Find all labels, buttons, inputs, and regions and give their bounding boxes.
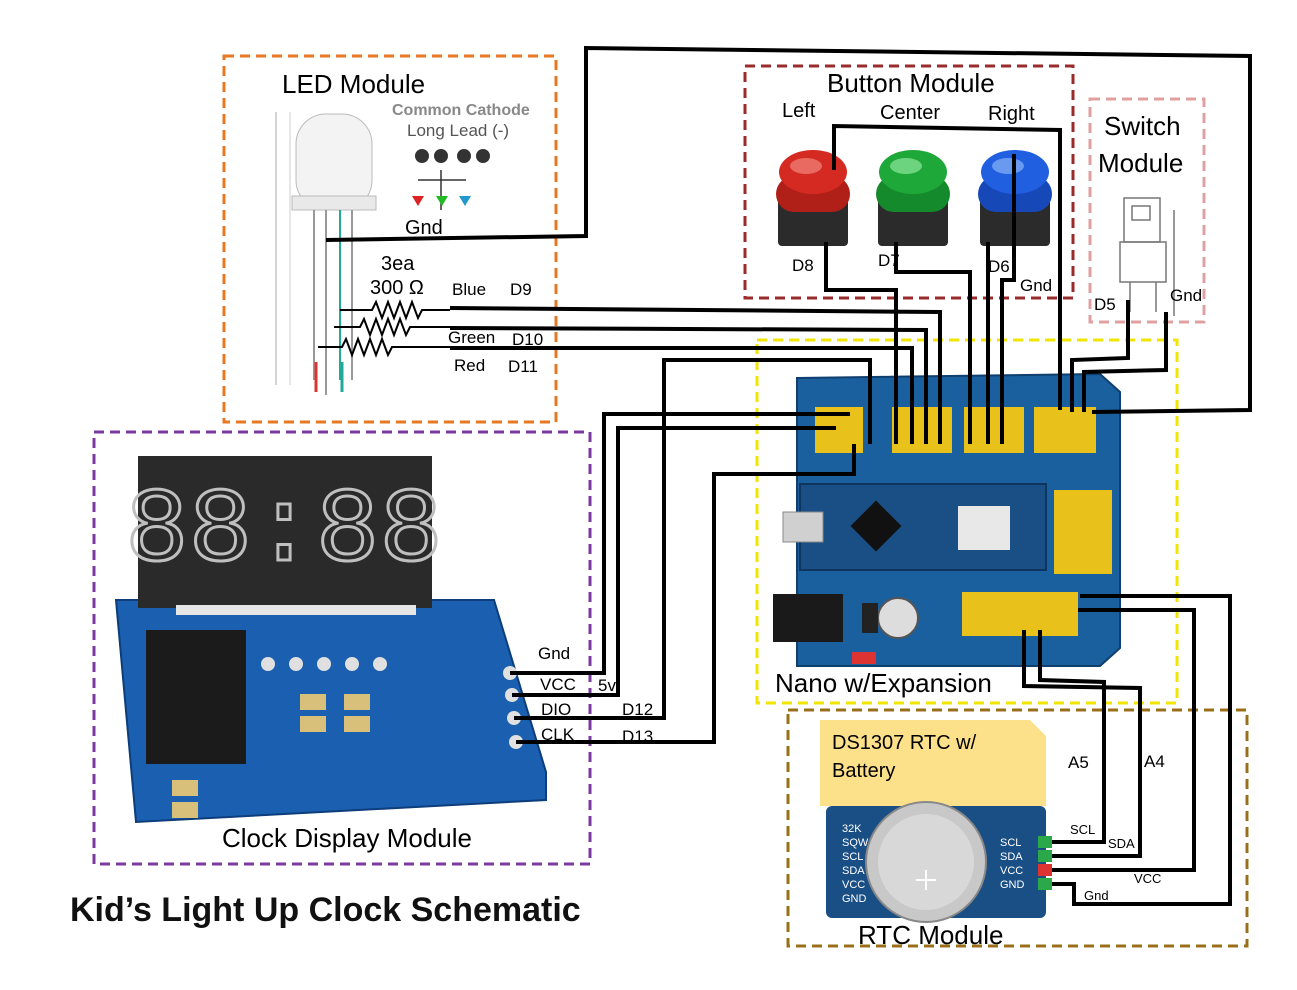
center-button[interactable] [876,150,950,246]
rtc-scl-label: SCL [1070,822,1095,837]
pin-d8-label: D8 [792,256,814,275]
wire-button-gnd-2 [1000,154,1016,444]
rtc-right-pin-3: GND [1000,879,1025,891]
rtc-module-box [786,708,1249,948]
wire-rtc-gnd [1052,594,1232,906]
display-gnd-label: Gnd [538,644,570,663]
wire-d9 [449,306,942,444]
wire-d10 [449,326,928,444]
rtc-left-pin-3: SDA [842,865,865,877]
wire-display-clk [516,444,856,744]
long-lead-label: Long Lead (-) [407,121,509,140]
rtc-pcb [826,801,1052,923]
button-right-label: Right [988,103,1035,125]
switch-module-title-1: Switch [1104,111,1181,141]
button-gnd-label: Gnd [1020,276,1052,295]
button-module-box [743,64,1075,300]
pin-d11-label: D11 [508,357,538,376]
rtc-left-pin-5: GND [842,893,867,905]
switch-icon [1119,197,1175,316]
nano-expansion-board [773,372,1121,667]
blue-label: Blue [452,280,486,299]
pin-d10-label: D10 [512,330,543,349]
display-title: Clock Display Module [222,823,472,853]
led-gnd-label: Gnd [405,217,443,239]
pin-d9-label: D9 [510,280,532,299]
wire-d11 [450,346,914,444]
rtc-right-pin-1: SDA [1000,851,1023,863]
led-module-title: LED Module [282,69,425,99]
rtc-right-pin-0: SCL [1000,837,1021,849]
wire-led-gnd [325,45,1252,414]
switch-module-box [1088,97,1206,324]
wire-rtc-scl [1038,630,1106,844]
wire-display-vcc [512,426,836,697]
schematic-title: Kid’s Light Up Clock Schematic [70,891,581,929]
resistor-value-label: 300 Ω [370,277,424,299]
rtc-title: RTC Module [858,920,1003,950]
pin-symbols [412,149,490,210]
wire-switch-gnd [1082,312,1168,412]
rtc-note [820,720,1046,806]
display-d12-label: D12 [622,700,653,719]
rtc-a4-label: A4 [1144,752,1165,771]
button-left-label: Left [782,100,816,122]
rtc-left-pin-2: SCL [842,851,863,863]
resistor-icon [318,299,450,358]
switch-gnd-label: Gnd [1170,286,1202,305]
clock-display-box [92,430,592,866]
rtc-vcc-label: VCC [1134,871,1161,886]
display-5v-label: 5v [598,676,616,695]
common-cathode-label: Common Cathode [392,102,530,119]
wire-d7 [894,242,972,444]
display-digits: 88:88 [125,472,443,592]
display-dio-label: DIO [541,700,571,719]
rtc-note-line1: DS1307 RTC w/ [832,732,977,754]
wire-rtc-vcc [1052,608,1196,872]
pin-d6-label: D6 [988,257,1010,276]
rtc-sda-label: SDA [1108,836,1135,851]
led-module-box [222,54,558,424]
display-clk-label: CLK [541,725,575,744]
pin-d5-label: D5 [1094,295,1116,314]
clock-display-pcb [114,456,547,824]
resistor-count-label: 3ea [381,253,415,275]
left-button[interactable] [776,150,850,246]
wire-d5 [1070,300,1130,412]
green-label: Green [448,328,495,347]
rtc-left-pin-0: 32K [842,823,862,835]
rtc-right-pin-2: VCC [1000,865,1023,877]
switch-module-title-2: Module [1098,148,1183,178]
wires [325,45,1252,906]
wire-d8 [824,242,898,444]
rtc-left-pin-4: VCC [842,879,865,891]
wire-display-dio [514,358,872,720]
rtc-gnd-label: Gnd [1084,888,1109,903]
rtc-left-pin-1: SQW [842,837,869,849]
nano-box [755,338,1179,705]
button-center-label: Center [880,102,940,124]
wire-display-gnd [510,412,850,675]
wire-button-gnd [832,123,1062,410]
display-vcc-label: VCC [540,675,576,694]
nano-title: Nano w/Expansion [775,668,992,698]
button-module-title: Button Module [827,68,995,98]
rtc-a5-label: A5 [1068,753,1089,772]
rtc-note-line2: Battery [832,760,895,782]
led-image [275,112,377,395]
red-label: Red [454,356,485,375]
wire-rtc-sda [1022,630,1142,858]
